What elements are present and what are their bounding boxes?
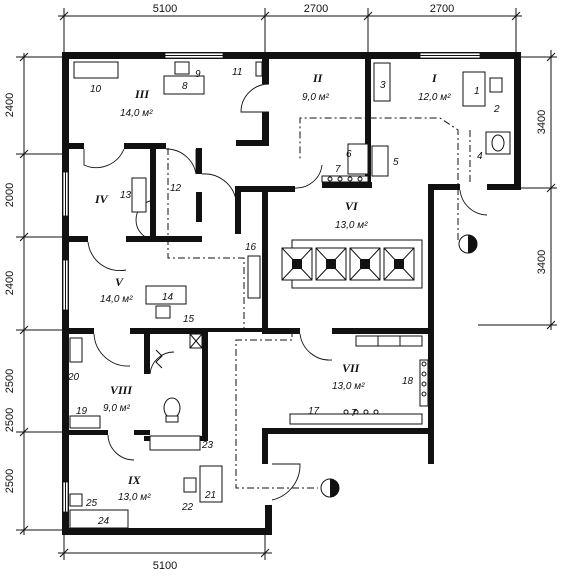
item-label: 25 — [85, 498, 98, 509]
item-label: 21 — [204, 490, 216, 501]
item-label: 4 — [477, 151, 483, 162]
room-area-3: 14,0 м² — [120, 108, 153, 119]
item-label: 24 — [97, 516, 110, 527]
item-label: 22 — [181, 502, 194, 513]
dim-right-2: 3400 — [536, 250, 548, 274]
room-label-7: VII — [342, 361, 361, 375]
item-label: 16 — [245, 242, 257, 253]
dim-left-3: 2400 — [4, 271, 16, 295]
item-label: 15 — [183, 314, 195, 325]
dim-top-1: 5100 — [153, 3, 177, 15]
dim-left-2: 2000 — [4, 183, 16, 207]
item-numbers: 1 2 3 4 5 6 7 7 8 9 10 11 12 13 14 15 16… — [67, 67, 500, 527]
item-label: 17 — [308, 406, 320, 417]
dim-bottom-1: 5100 — [153, 560, 177, 572]
room-label-6: VI — [345, 199, 359, 213]
dim-top-2: 2700 — [304, 3, 328, 15]
room-label-1: I — [431, 71, 438, 85]
room-area-5: 14,0 м² — [100, 294, 133, 305]
item-label: 13 — [120, 190, 132, 201]
room-label-4: IV — [94, 192, 109, 206]
dim-left-1: 2400 — [4, 93, 16, 117]
utility-lines — [167, 117, 478, 498]
room-label-8: VIII — [110, 383, 133, 397]
dimension-labels: 5100 2700 2700 5100 2400 2000 2400 2500 … — [4, 3, 548, 572]
item-label: 1 — [474, 86, 480, 97]
item-label: 9 — [195, 69, 201, 80]
item-label: 10 — [90, 84, 102, 95]
item-label: 19 — [76, 406, 88, 417]
dim-right-1: 3400 — [536, 110, 548, 134]
item-label: 7 — [351, 408, 357, 419]
item-label: 23 — [201, 440, 214, 451]
workstation-4 — [383, 247, 415, 281]
room-label-2: II — [312, 71, 324, 85]
furniture — [69, 61, 511, 529]
item-label: 14 — [162, 292, 174, 303]
item-label: 18 — [402, 376, 414, 387]
room-area-9: 13,0 м² — [118, 492, 151, 503]
dim-left-5: 2500 — [4, 408, 16, 432]
room-area-6: 13,0 м² — [335, 220, 368, 231]
item-label: 2 — [493, 104, 500, 115]
item-label: 8 — [182, 81, 188, 92]
dimension-lines — [16, 8, 557, 560]
dim-top-3: 2700 — [430, 3, 454, 15]
item-label: 12 — [170, 183, 182, 194]
room-labels: I 12,0 м² II 9,0 м² III 14,0 м² IV V 14,… — [94, 71, 451, 503]
room-label-5: V — [115, 275, 124, 289]
item-label: 11 — [232, 67, 242, 78]
room-area-7: 13,0 м² — [332, 381, 365, 392]
workstation-2 — [315, 247, 347, 281]
room-area-1: 12,0 м² — [418, 92, 451, 103]
workstation-3 — [349, 247, 381, 281]
item-label: 3 — [380, 80, 386, 91]
doors — [83, 83, 488, 501]
dim-left-6: 2500 — [4, 469, 16, 493]
dim-left-4: 2500 — [4, 369, 16, 393]
room-area-8: 9,0 м² — [103, 403, 131, 414]
item-label: 7 — [335, 164, 341, 175]
item-label: 6 — [346, 149, 352, 160]
room-label-3: III — [134, 87, 150, 101]
windows — [62, 52, 481, 513]
item-label: 20 — [67, 372, 80, 383]
item-label: 5 — [393, 157, 399, 168]
room-label-9: IX — [127, 473, 142, 487]
workstation-1 — [281, 247, 313, 281]
room-area-2: 9,0 м² — [302, 92, 330, 103]
